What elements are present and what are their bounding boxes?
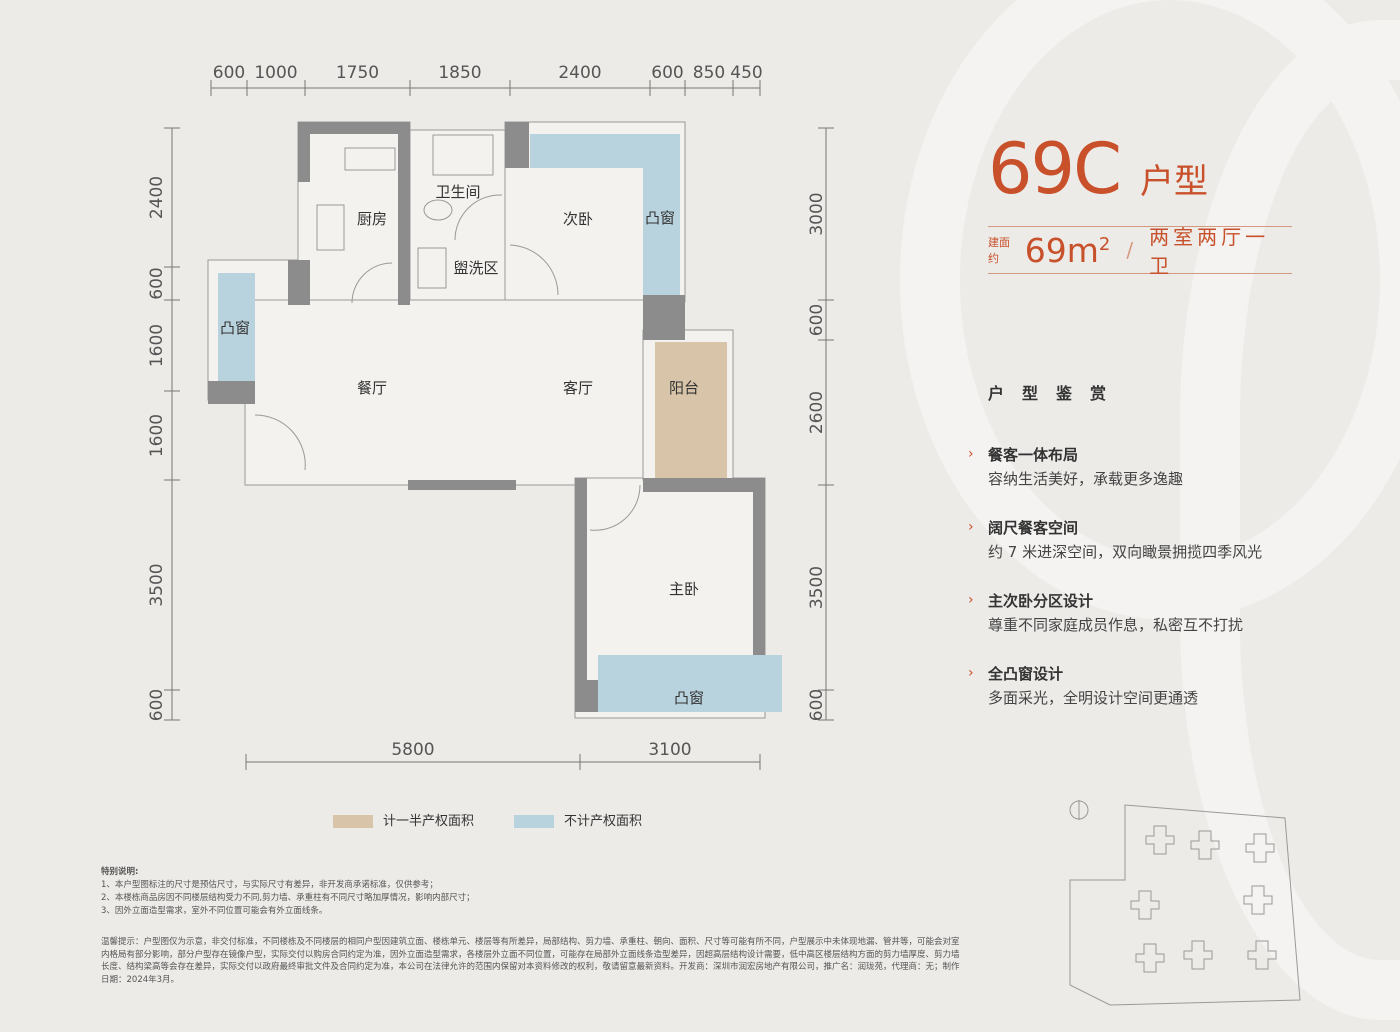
dimension-label: 2400 (558, 63, 601, 83)
note-item: 3、因外立面造型需求，室外不同位置可能会有外立面线条。 (101, 906, 328, 916)
dimension-label: 2600 (807, 391, 827, 434)
legend-item-half-area: 计一半产权面积 (333, 810, 474, 829)
dimension-label: 1850 (438, 63, 481, 83)
door-swing-master (589, 484, 641, 531)
area-number: 69m (1024, 230, 1099, 270)
feature-title: 主次卧分区设计 (988, 592, 1094, 610)
walls (208, 122, 765, 712)
dimension-label: 850 (693, 63, 725, 83)
area-label: 建面约 (988, 236, 1010, 265)
dimension-label: 1600 (147, 414, 167, 457)
site-tower (1190, 830, 1220, 860)
note-item: 1、本户型图标注的尺寸是预估尺寸，与实际尺寸有差异，非开发商承诺标准，仅供参考； (101, 880, 438, 890)
room-label-bay-window: 凸窗 (220, 319, 250, 337)
dimension-label: 3500 (807, 566, 827, 609)
feature-desc: 尊重不同家庭成员作息，私密互不打扰 (988, 616, 1244, 634)
bay-window-second-bedroom (530, 134, 680, 295)
site-tower (1130, 890, 1160, 920)
separator: / (1126, 238, 1134, 262)
room-label-bay-window: 凸窗 (645, 209, 675, 227)
chevron-right-icon: › (968, 665, 974, 681)
chevron-right-icon: › (968, 592, 974, 608)
dimension-lines (171, 87, 827, 763)
disclaimer: 温馨提示：户型图仅为示意，非交付标准，不同楼栋及不同楼层的相同户型因建筑立面、楼… (101, 937, 960, 986)
room-label-master-bedroom: 主卧 (669, 580, 699, 598)
legend: 计一半产权面积 不计产权面积 (333, 810, 642, 829)
door-swing-entry (254, 414, 306, 471)
site-tower (1243, 885, 1273, 915)
dimension-label: 2400 (147, 176, 167, 219)
legend-swatch (514, 815, 555, 828)
dimension-label: 600 (807, 304, 827, 336)
unit-code: 69C (988, 128, 1122, 210)
site-tower (1247, 940, 1277, 970)
legend-label: 不计产权面积 (564, 814, 643, 829)
door-swing-second-bedroom (509, 244, 559, 296)
feature-desc: 约 7 米进深空间，双向瞰景拥揽四季风光 (988, 543, 1263, 561)
unit-suffix: 户型 (1139, 162, 1208, 202)
dimension-label: 600 (807, 689, 827, 721)
shower-icon (432, 134, 494, 176)
bay-window-dining (218, 273, 255, 381)
site-plan (1069, 800, 1301, 1006)
dimension-label: 600 (213, 63, 245, 83)
room-label-dining: 餐厅 (357, 379, 387, 397)
room-label-balcony: 阳台 (669, 379, 699, 397)
dimension-label: 600 (147, 689, 167, 721)
area-value: 69m2 (1025, 231, 1111, 270)
feature-title: 阔尺餐客空间 (988, 519, 1079, 537)
layout-type: 两室两厅一卫 (1149, 225, 1270, 278)
chevron-right-icon: › (968, 519, 974, 535)
legend-item-excluded-area: 不计产权面积 (514, 810, 642, 829)
door-swing-kitchen (351, 262, 393, 304)
feature-desc: 容纳生活美好，承载更多逸趣 (988, 470, 1184, 488)
site-tower (1183, 940, 1213, 970)
dimension-label: 5800 (391, 740, 434, 760)
room-label-bathroom: 卫生间 (435, 183, 480, 201)
site-tower (1145, 825, 1175, 855)
dimension-label: 600 (651, 63, 683, 83)
toilet-icon (423, 199, 453, 221)
basin-icon (417, 247, 447, 289)
room-label-kitchen: 厨房 (357, 210, 387, 228)
room-label-bay-window: 凸窗 (674, 689, 704, 707)
dimension-label: 3000 (807, 192, 827, 235)
features-title: 户型鉴赏 (988, 384, 1125, 403)
dimension-label: 3100 (648, 740, 691, 760)
special-notes: 特别说明: 1、本户型图标注的尺寸是预估尺寸，与实际尺寸有差异，非开发商承诺标准… (101, 866, 521, 918)
site-tower (1135, 943, 1165, 973)
dimension-label: 450 (730, 63, 762, 83)
sink-icon (316, 204, 345, 251)
feature-title: 全凸窗设计 (988, 665, 1064, 683)
unit-title: 69C 户型 (988, 128, 1208, 210)
site-tower (1245, 833, 1275, 863)
dimension-label: 1750 (336, 63, 379, 83)
area-unit-sup: 2 (1098, 233, 1111, 255)
notes-title: 特别说明: (101, 867, 139, 877)
room-label-second-bedroom: 次卧 (563, 210, 593, 228)
bay-window-master (598, 655, 782, 712)
dimension-label: 3500 (147, 563, 167, 606)
legend-label: 计一半产权面积 (383, 814, 475, 829)
dimension-label: 1600 (147, 324, 167, 367)
feature-desc: 多面采光，全明设计空间更通透 (988, 689, 1199, 707)
bay-windows (218, 134, 782, 712)
balcony-area (655, 342, 727, 478)
feature-title: 餐客一体布局 (988, 446, 1079, 464)
room-label-living: 客厅 (563, 379, 593, 397)
dimension-label: 1000 (254, 63, 297, 83)
chevron-right-icon: › (968, 446, 974, 462)
door-swing-bath (454, 194, 503, 241)
dimension-label: 600 (147, 267, 167, 299)
area-row: 建面约 69m2 / 两室两厅一卫 (988, 225, 1292, 278)
legend-swatch (333, 815, 373, 828)
room-label-wash-area: 盥洗区 (453, 259, 498, 277)
note-item: 2、本楼栋商品房因不同楼层结构受力不同,剪力墙、承重柱有不同尺寸略加厚情况，影响… (101, 893, 475, 903)
fixtures (254, 134, 641, 531)
stove-icon (344, 147, 396, 171)
